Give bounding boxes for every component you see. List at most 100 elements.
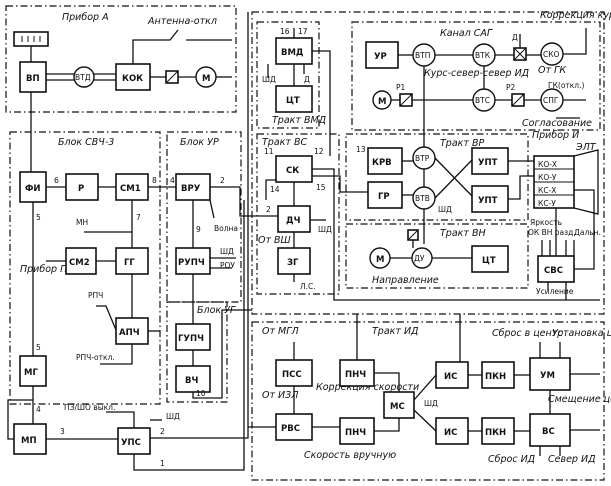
label-smeshchenie-centra: Смещение центра — [548, 394, 611, 405]
label-d-vmd: Д — [304, 75, 310, 84]
pin-2c: 2 — [266, 205, 271, 214]
block-ups-label: УПС — [121, 438, 141, 448]
pin-9: 9 — [196, 225, 201, 234]
frame-blok-svch — [9, 131, 161, 405]
frame-pribor-a — [5, 5, 237, 113]
block-du-label: ДУ — [414, 254, 425, 263]
label-sbros-v-centr: Сброс в центр — [492, 328, 563, 339]
block-vtv-label: ВТВ — [415, 194, 430, 203]
block-vtk-label: ВТК — [475, 51, 491, 60]
pin-2b: 2 — [220, 176, 225, 185]
block-sm2-label: СМ2 — [69, 258, 90, 268]
pin-4a: 4 — [36, 405, 41, 414]
block-upt1-label: УПТ — [478, 158, 498, 168]
label-ot-mgl: От МГЛ — [262, 326, 299, 337]
label-shd-vr: ШД — [438, 205, 452, 214]
block-vtp-label: ВТП — [415, 51, 430, 60]
block-vtd-label: ВТД — [75, 73, 91, 82]
label-shd-id: ШД — [424, 399, 438, 408]
block-zg-label: ЗГ — [287, 258, 299, 268]
label-usilenie: Усиление — [536, 287, 574, 296]
block-ur-sag — [365, 41, 399, 69]
wires-id — [248, 314, 600, 456]
frame-trakt-vmd — [256, 21, 320, 129]
block-dch — [277, 205, 311, 233]
pin-14: 14 — [270, 185, 280, 194]
block-dch-label: ДЧ — [286, 216, 301, 226]
block-sm1-label: СМ1 — [120, 184, 141, 194]
label-r2: Р2 — [506, 83, 516, 92]
title-blok-ug: Блок УГ — [197, 305, 236, 316]
label-shd-ur: ШД — [220, 247, 234, 256]
label-pzu: ПЗ/ШО выкл. — [64, 403, 115, 412]
block-krv-label: КРВ — [372, 158, 392, 168]
title-pribor-i: Прибор И — [532, 130, 579, 141]
block-ks-u-label: КС-У — [538, 199, 556, 208]
block-pkn2-label: ПКН — [485, 428, 506, 438]
frame-kanal-sag — [351, 21, 601, 131]
label-ustanovka-centra: Установка центра — [552, 328, 611, 339]
label-ot-gk: От ГК — [538, 65, 567, 76]
label-soglasovanie: Согласование — [522, 118, 592, 129]
block-m-a-label: М — [202, 74, 210, 84]
block-pkn2 — [481, 417, 515, 445]
block-vtr-label: ВТР — [415, 154, 430, 163]
label-ot-izl: От ИЗЛ — [262, 390, 298, 401]
block-upt2-label: УПТ — [478, 196, 498, 206]
block-mp-label: МП — [21, 436, 37, 446]
block-pnch2 — [339, 417, 375, 445]
title-kanal-sag: Канал САГ — [440, 28, 493, 39]
block-mg-label: МГ — [24, 368, 38, 378]
pin-16: 16 — [280, 27, 290, 36]
block-ks-x-label: КС-Х — [538, 186, 556, 195]
pin-1: 1 — [160, 459, 165, 468]
pin-15: 15 — [316, 183, 326, 192]
label-korrekciya-kursa: Коррекция курса — [540, 10, 611, 21]
pin-7: 7 — [136, 213, 141, 222]
block-vp-label: ВП — [26, 74, 40, 84]
block-is2-label: ИС — [444, 428, 457, 438]
block-vts-label: ВТС — [475, 96, 490, 105]
block-sko-label: СКО — [543, 50, 560, 59]
block-ct-vn-label: ЦТ — [482, 256, 496, 266]
frame-trakt-vn — [345, 223, 529, 289]
block-gg-label: ГГ — [124, 258, 135, 268]
frame-blok-ur — [166, 131, 242, 303]
block-ko-u-label: КО-У — [538, 173, 557, 182]
block-gupch — [175, 323, 211, 351]
block-m-sag-label: М — [378, 97, 386, 107]
block-gr — [367, 181, 403, 209]
block-r-label: Р — [78, 184, 84, 194]
block-ct-vn — [471, 245, 509, 273]
label-yarkost: Яркость — [530, 218, 562, 227]
block-is1-label: ИС — [444, 372, 457, 382]
pin-10: 10 — [196, 389, 206, 398]
label-kurs-sever: Курс-север-север ИД — [424, 68, 529, 79]
pin-8: 8 — [152, 176, 157, 185]
block-spg-label: СПГ — [543, 96, 559, 105]
block-um-label: УМ — [540, 371, 555, 381]
wires-svch — [7, 12, 249, 471]
block-vch-label: ВЧ — [185, 376, 198, 386]
title-trakt-id: Тракт ИД — [372, 326, 418, 337]
label-shd-vs: ШД — [318, 225, 332, 234]
title-blok-svch: Блок СВЧ-3 — [58, 137, 114, 148]
block-pnch1 — [339, 359, 375, 387]
block-pss-label: ПСС — [282, 370, 302, 380]
block-ko-x-label: КО-Х — [538, 160, 557, 169]
pin-6: 6 — [54, 176, 59, 185]
block-gr-label: ГР — [378, 192, 390, 202]
title-trakt-vn: Тракт ВН — [440, 228, 486, 239]
label-rpch: РПЧ — [88, 291, 103, 300]
frame-blok-ug — [166, 301, 228, 403]
block-vmd — [275, 37, 313, 65]
pin-numbers: 5 6 8 7 5 4 3 2 1 4 2 9 10 16 17 11 12 1… — [36, 27, 366, 468]
title-pribor-a: Прибор А — [62, 12, 109, 23]
label-ok-vn-razd: ОК ВН разд. — [528, 228, 576, 237]
block-pkn1-label: ПКН — [485, 372, 506, 382]
frame-trakt-vr — [345, 133, 529, 221]
label-korrekciya-skorosti: Коррекция скорости — [316, 382, 419, 393]
frame-right-outer — [251, 11, 605, 315]
block-sk-label: СК — [286, 166, 299, 176]
